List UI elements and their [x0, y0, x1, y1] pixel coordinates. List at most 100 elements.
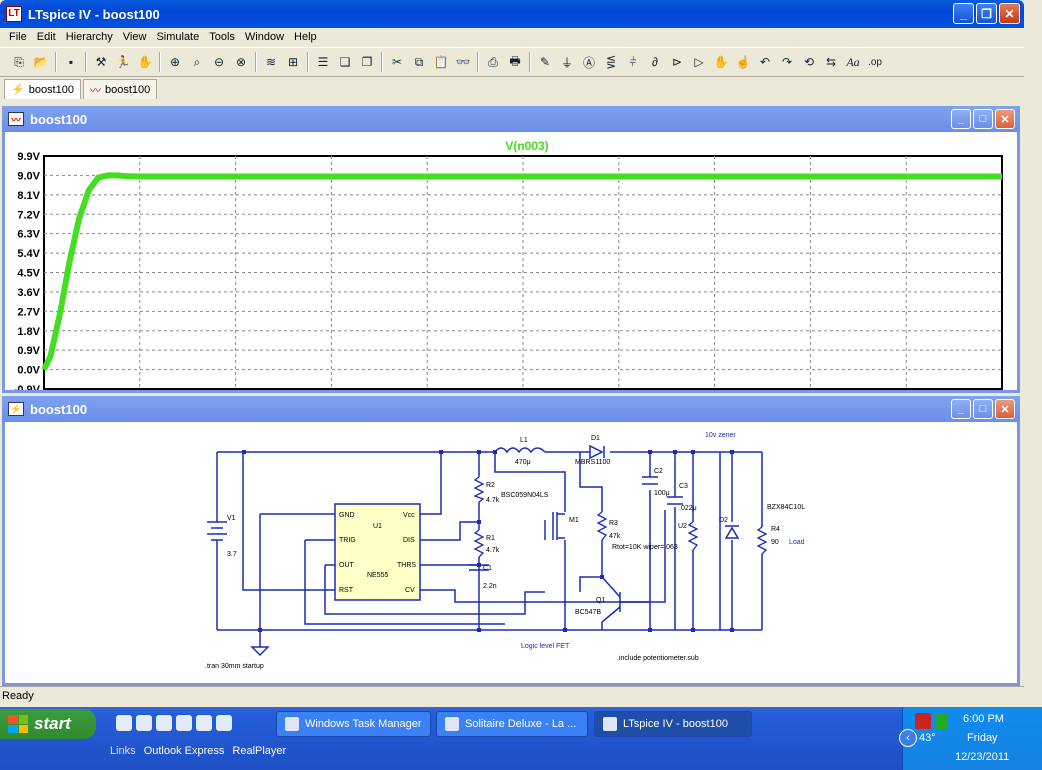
resistor-icon[interactable]: ⋚ [605, 55, 617, 69]
ground-symbol [250, 646, 270, 657]
cut-icon[interactable]: ✂ [391, 55, 403, 69]
outlook-icon[interactable] [196, 715, 212, 731]
start-button[interactable]: start [0, 709, 96, 739]
menu-file[interactable]: File [9, 31, 27, 43]
y-tick-label: 4.5V [17, 268, 40, 280]
cascade-icon[interactable]: ❏ [339, 55, 351, 69]
label-net-icon[interactable]: Ⓐ [582, 55, 595, 70]
minimize-button[interactable]: _ [951, 109, 971, 129]
tile-horizontal-icon[interactable]: ☰ [317, 55, 329, 69]
label-c1-value: 2.2n [483, 583, 497, 590]
task-ltspice[interactable]: LTspice IV - boost100 [594, 711, 752, 737]
text-icon[interactable]: Aa [846, 54, 860, 69]
control-panel-icon[interactable]: ⚒ [95, 55, 107, 69]
y-tick-label: 9.9V [17, 151, 40, 163]
battery-icon[interactable] [935, 713, 947, 729]
folder-icon[interactable] [156, 715, 172, 731]
mirror-icon[interactable]: ⇆ [825, 55, 837, 69]
minimize-button[interactable]: _ [951, 399, 971, 419]
tab-waveform[interactable]: 〰 boost100 [82, 79, 158, 99]
paste-icon[interactable]: 📋 [433, 55, 449, 69]
autorange-icon[interactable]: ≋ [265, 55, 277, 69]
capacitor-icon[interactable]: ⫩ [629, 54, 637, 69]
label-r4: R4 [771, 526, 780, 533]
copy-icon[interactable]: ⧉ [414, 54, 424, 69]
waveform-plot[interactable]: 9.9V9.0V8.1V7.2V6.3V5.4V4.5V3.6V2.7V1.8V… [5, 132, 1017, 390]
grid-icon[interactable]: ⊞ [287, 55, 299, 69]
label-r3: R3 [609, 520, 618, 527]
open-schematic-icon[interactable]: ⎘ [14, 54, 24, 69]
halt-icon[interactable]: ✋ [137, 55, 153, 69]
l1-inductor [494, 447, 546, 454]
label-m1: M1 [569, 517, 579, 524]
menu-view[interactable]: View [122, 31, 147, 43]
undo-icon[interactable]: ↶ [759, 55, 771, 69]
menu-window[interactable]: Window [244, 31, 285, 43]
realplayer-link[interactable]: RealPlayer [232, 745, 287, 757]
run-icon[interactable]: 🏃 [115, 55, 131, 69]
zoom-out-icon[interactable]: ⊖ [213, 55, 225, 69]
label-pin-vcc: Vcc [403, 512, 415, 519]
component-icon[interactable]: ▷ [694, 55, 704, 69]
menu-tools[interactable]: Tools [209, 31, 235, 43]
y-tick-label: 2.7V [17, 306, 40, 318]
wires [216, 451, 763, 647]
label-pin-rst: RST [339, 587, 354, 594]
outlook-express-link[interactable]: Outlook Express [143, 745, 225, 757]
y-tick-label: 5.4V [17, 248, 40, 260]
drag-icon[interactable]: ☝ [735, 55, 751, 69]
task-solitaire[interactable]: Solitaire Deluxe - La ... [436, 711, 588, 737]
label-q1: Q1 [596, 597, 605, 604]
inductor-icon[interactable]: ∂ [652, 55, 658, 69]
paint-icon[interactable] [216, 715, 232, 731]
zoom-in-icon[interactable]: ⊕ [169, 55, 181, 69]
close-button[interactable]: ✕ [999, 3, 1020, 24]
diode-icon[interactable]: ⊳ [671, 55, 683, 69]
wire-icon[interactable]: ✎ [539, 55, 551, 69]
show-hidden-icon[interactable]: ‹ [899, 729, 917, 747]
open-folder-icon[interactable]: 📂 [33, 55, 49, 69]
maximize-button[interactable]: □ [973, 109, 993, 129]
maximize-button[interactable]: □ [973, 399, 993, 419]
menu-simulate[interactable]: Simulate [156, 31, 200, 43]
tile-vertical-icon[interactable]: ❐ [361, 55, 373, 69]
print-preview-icon[interactable]: ⎙ [488, 54, 498, 69]
task-task-manager[interactable]: Windows Task Manager [276, 711, 431, 737]
waveform-window-title-bar: 〰 boost100 _ □ ✕ [2, 106, 1020, 132]
tab-schematic[interactable]: ⚡ boost100 [4, 79, 81, 99]
menu-edit[interactable]: Edit [36, 31, 56, 43]
schematic-window: ⚡ boost100 _ □ ✕ [2, 396, 1020, 686]
redo-icon[interactable]: ↷ [781, 55, 793, 69]
media-icon[interactable] [176, 715, 192, 731]
antivirus-icon[interactable] [915, 713, 931, 729]
ground-icon[interactable]: ⏚ [560, 55, 573, 70]
document-tabs: ⚡ boost100 〰 boost100 [0, 79, 159, 100]
find-icon[interactable]: 👓 [455, 55, 471, 69]
zoom-fit-icon[interactable]: ⊗ [235, 55, 247, 69]
save-icon[interactable]: ▪ [68, 55, 74, 69]
browser-icon[interactable] [136, 715, 152, 731]
schematic-window-title-bar: ⚡ boost100 _ □ ✕ [2, 396, 1020, 422]
status-text: Ready [2, 690, 34, 702]
ie-icon[interactable] [116, 715, 132, 731]
menu-help[interactable]: Help [294, 31, 317, 43]
close-button[interactable]: ✕ [995, 399, 1015, 419]
label-u2: U2 [678, 523, 687, 530]
spice-directive-icon[interactable]: .op [868, 56, 882, 68]
y-tick-label: 3.6V [17, 287, 40, 299]
status-bar: Ready [0, 686, 1024, 706]
clock-time[interactable]: 6:00 PM [963, 713, 1004, 725]
schematic-icon: ⚡ [8, 402, 24, 416]
restore-button[interactable]: ❐ [976, 3, 997, 24]
minimize-button[interactable]: _ [953, 3, 974, 24]
schematic-canvas[interactable]: V1 3.7 U1 NE555 GND TRIG OUT RST Vcc DIS… [5, 422, 1017, 683]
move-icon[interactable]: ✋ [713, 55, 729, 69]
pan-icon[interactable]: ⌕ [193, 54, 201, 69]
label-pin-trig: TRIG [339, 537, 356, 544]
print-icon[interactable]: 🖶 [509, 53, 521, 68]
rotate-icon[interactable]: ⟲ [803, 55, 815, 69]
close-button[interactable]: ✕ [995, 109, 1015, 129]
label-r2: R2 [486, 482, 495, 489]
menu-hierarchy[interactable]: Hierarchy [65, 31, 113, 43]
windows-logo-icon [8, 715, 28, 733]
